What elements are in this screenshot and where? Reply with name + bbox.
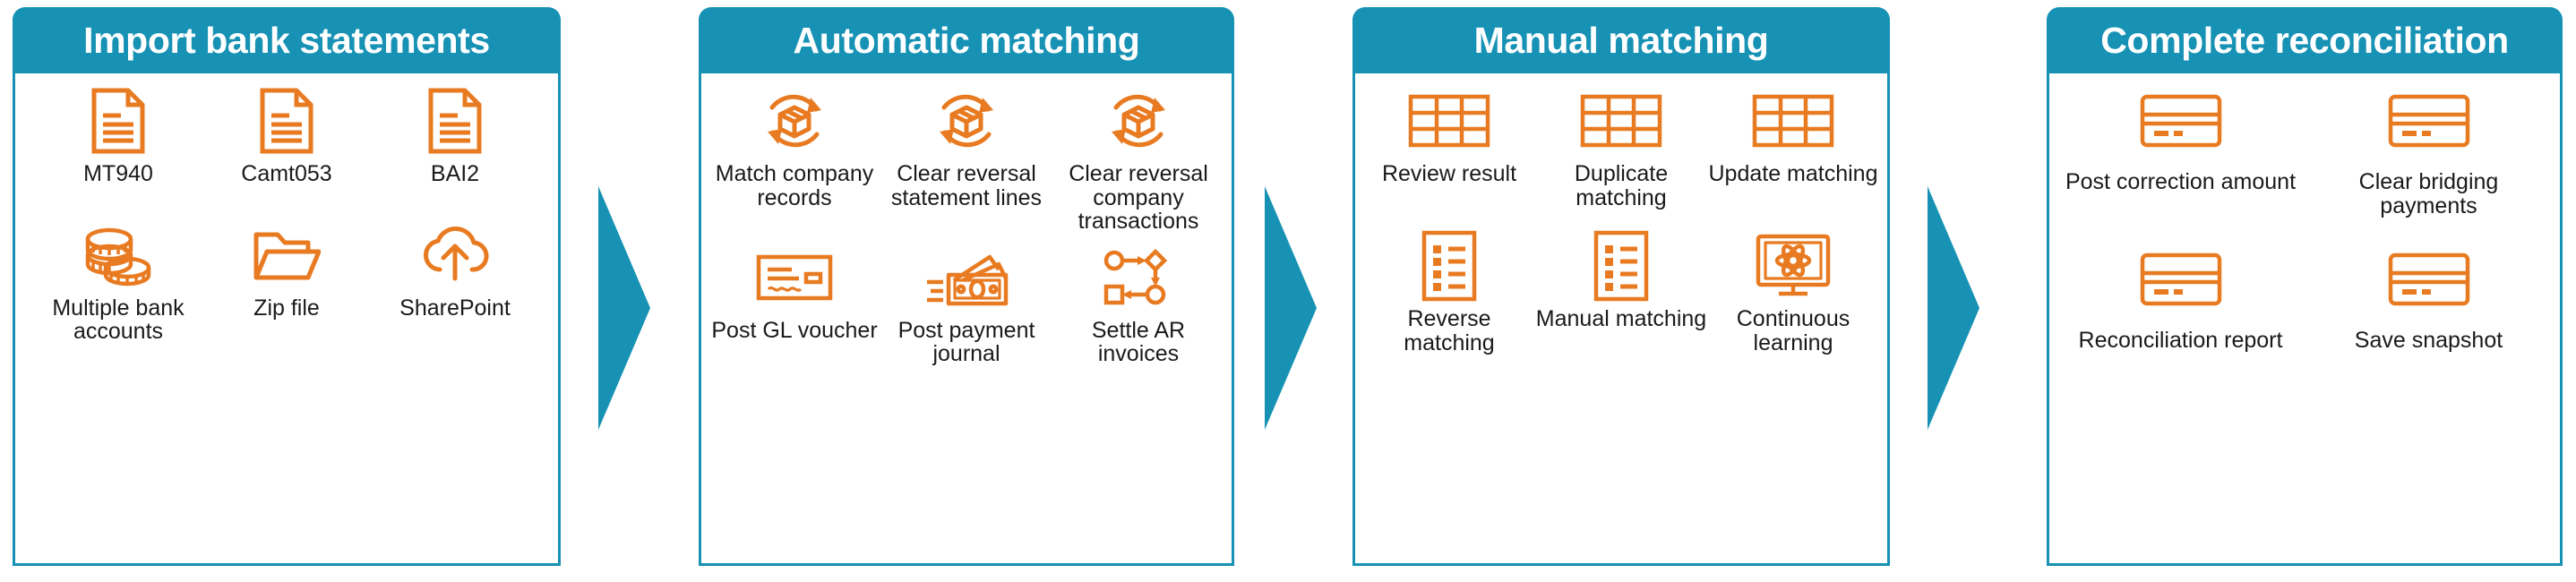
feature-item-bai2[interactable]: BAI2 — [371, 86, 539, 186]
icon-row: Post correction amount Clear bridging pa… — [2057, 86, 2553, 218]
cloud-upload-icon — [418, 220, 492, 290]
icon-row: Reconciliation report Save snapshot — [2057, 244, 2553, 353]
feature-item-mt940[interactable]: MT940 — [34, 86, 202, 186]
feature-item-multiple-bank-accounts[interactable]: Multiple bank accounts — [34, 220, 202, 344]
flow-arrow-2 — [1265, 186, 1317, 430]
stage-panel-manual-matching: Manual matching Review result — [1352, 7, 1890, 566]
flow-arrow-1 — [598, 186, 650, 430]
cheque-icon — [756, 243, 833, 312]
icon-row: Post GL voucher Post payment journal — [708, 243, 1224, 366]
bank-card-icon — [2388, 244, 2470, 314]
feature-label: Clear reversal statement lines — [890, 161, 1043, 210]
feature-item-reconciliation-report[interactable]: Reconciliation report — [2061, 244, 2301, 353]
feature-label: Clear reversal company transactions — [1069, 161, 1208, 234]
folder-icon — [253, 220, 321, 290]
checklist-icon — [1593, 230, 1649, 302]
bank-card-icon — [2388, 86, 2470, 156]
feature-item-clear-bridging-payments[interactable]: Clear bridging payments — [2309, 86, 2549, 218]
feature-item-post-correction-amount[interactable]: Post correction amount — [2061, 86, 2301, 194]
feature-label: Continuous learning — [1736, 306, 1850, 355]
feature-item-clear-reversal-statement-lines[interactable]: Clear reversal statement lines — [880, 86, 1052, 210]
table-grid-icon — [1752, 86, 1834, 156]
panel-body: Post correction amount Clear bridging pa… — [2047, 73, 2563, 566]
table-grid-icon — [1408, 86, 1490, 156]
feature-label: BAI2 — [430, 161, 480, 186]
flow-arrow-3 — [1928, 186, 1979, 430]
feature-item-review-result[interactable]: Review result — [1363, 86, 1535, 186]
feature-item-settle-ar-invoices[interactable]: Settle AR invoices — [1052, 243, 1224, 366]
feature-label: Post correction amount — [2065, 169, 2297, 194]
feature-item-sharepoint[interactable]: SharePoint — [371, 220, 539, 321]
feature-label: Review result — [1381, 161, 1517, 186]
feature-label: MT940 — [83, 161, 153, 186]
feature-item-duplicate-matching[interactable]: Duplicate matching — [1535, 86, 1707, 210]
panel-title: Import bank statements — [83, 19, 490, 61]
bank-card-icon — [2140, 244, 2222, 314]
banknotes-icon — [923, 243, 1009, 312]
feature-label: Zip file — [253, 295, 320, 321]
feature-item-reverse-matching[interactable]: Reverse matching — [1363, 230, 1535, 355]
stage-panel-import-bank-statements: Import bank statements MT940 Camt053 — [13, 7, 561, 566]
feature-label: Settle AR invoices — [1091, 317, 1186, 366]
feature-label: Update matching — [1708, 161, 1878, 186]
flowchart-icon — [1103, 243, 1173, 312]
bank-card-icon — [2140, 86, 2222, 156]
feature-label: Camt053 — [241, 161, 332, 186]
panel-body: MT940 Camt053 BAI2 — [13, 73, 561, 566]
feature-label: Post GL voucher — [711, 317, 878, 343]
feature-label: Post payment journal — [897, 317, 1035, 366]
icon-row: Review result Duplicate matching — [1362, 86, 1880, 210]
feature-item-post-payment-journal[interactable]: Post payment journal — [880, 243, 1052, 366]
checklist-icon — [1421, 230, 1477, 302]
monitor-atom-icon — [1755, 231, 1832, 301]
coins-stack-icon — [82, 220, 155, 290]
feature-label: Match company records — [715, 161, 874, 210]
document-icon — [427, 86, 483, 156]
stage-panel-complete-reconciliation: Complete reconciliation Post correction … — [2047, 7, 2563, 566]
feature-label: Save snapshot — [2354, 328, 2503, 353]
feature-item-post-gl-voucher[interactable]: Post GL voucher — [708, 243, 880, 343]
panel-title: Automatic matching — [793, 19, 1140, 61]
panel-body: Review result Duplicate matching — [1352, 73, 1890, 566]
box-refresh-icon — [760, 86, 829, 156]
panel-title: Manual matching — [1473, 19, 1769, 61]
panel-body: Match company records Clear reversal sta… — [699, 73, 1234, 566]
panel-header: Complete reconciliation — [2047, 7, 2563, 73]
box-refresh-icon — [1104, 86, 1172, 156]
panel-title: Complete reconciliation — [2100, 19, 2509, 61]
feature-item-save-snapshot[interactable]: Save snapshot — [2309, 244, 2549, 353]
feature-label: Multiple bank accounts — [52, 295, 185, 344]
icon-row: Multiple bank accounts Zip file — [22, 220, 551, 344]
box-refresh-icon — [932, 86, 1000, 156]
feature-label: Reconciliation report — [2078, 328, 2283, 353]
feature-label: SharePoint — [399, 295, 511, 321]
feature-item-continuous-learning[interactable]: Continuous learning — [1707, 231, 1879, 355]
feature-item-manual-matching[interactable]: Manual matching — [1535, 230, 1707, 331]
panel-header: Automatic matching — [699, 7, 1234, 73]
feature-item-zip-file[interactable]: Zip file — [202, 220, 371, 321]
feature-item-clear-reversal-company-transactions[interactable]: Clear reversal company transactions — [1052, 86, 1224, 234]
feature-label: Duplicate matching — [1574, 161, 1669, 210]
panel-header: Import bank statements — [13, 7, 561, 73]
feature-label: Manual matching — [1535, 306, 1707, 331]
icon-row: Match company records Clear reversal sta… — [708, 86, 1224, 234]
document-icon — [90, 86, 146, 156]
table-grid-icon — [1580, 86, 1662, 156]
feature-item-update-matching[interactable]: Update matching — [1707, 86, 1879, 186]
stage-panel-automatic-matching: Automatic matching Match company records — [699, 7, 1234, 566]
panel-header: Manual matching — [1352, 7, 1890, 73]
feature-label: Clear bridging payments — [2358, 169, 2499, 218]
feature-item-match-company-records[interactable]: Match company records — [708, 86, 880, 210]
feature-label: Reverse matching — [1404, 306, 1495, 355]
icon-row: MT940 Camt053 BAI2 — [22, 86, 551, 186]
document-icon — [259, 86, 314, 156]
feature-item-camt053[interactable]: Camt053 — [202, 86, 371, 186]
icon-row: Reverse matching Manual matching — [1362, 230, 1880, 355]
